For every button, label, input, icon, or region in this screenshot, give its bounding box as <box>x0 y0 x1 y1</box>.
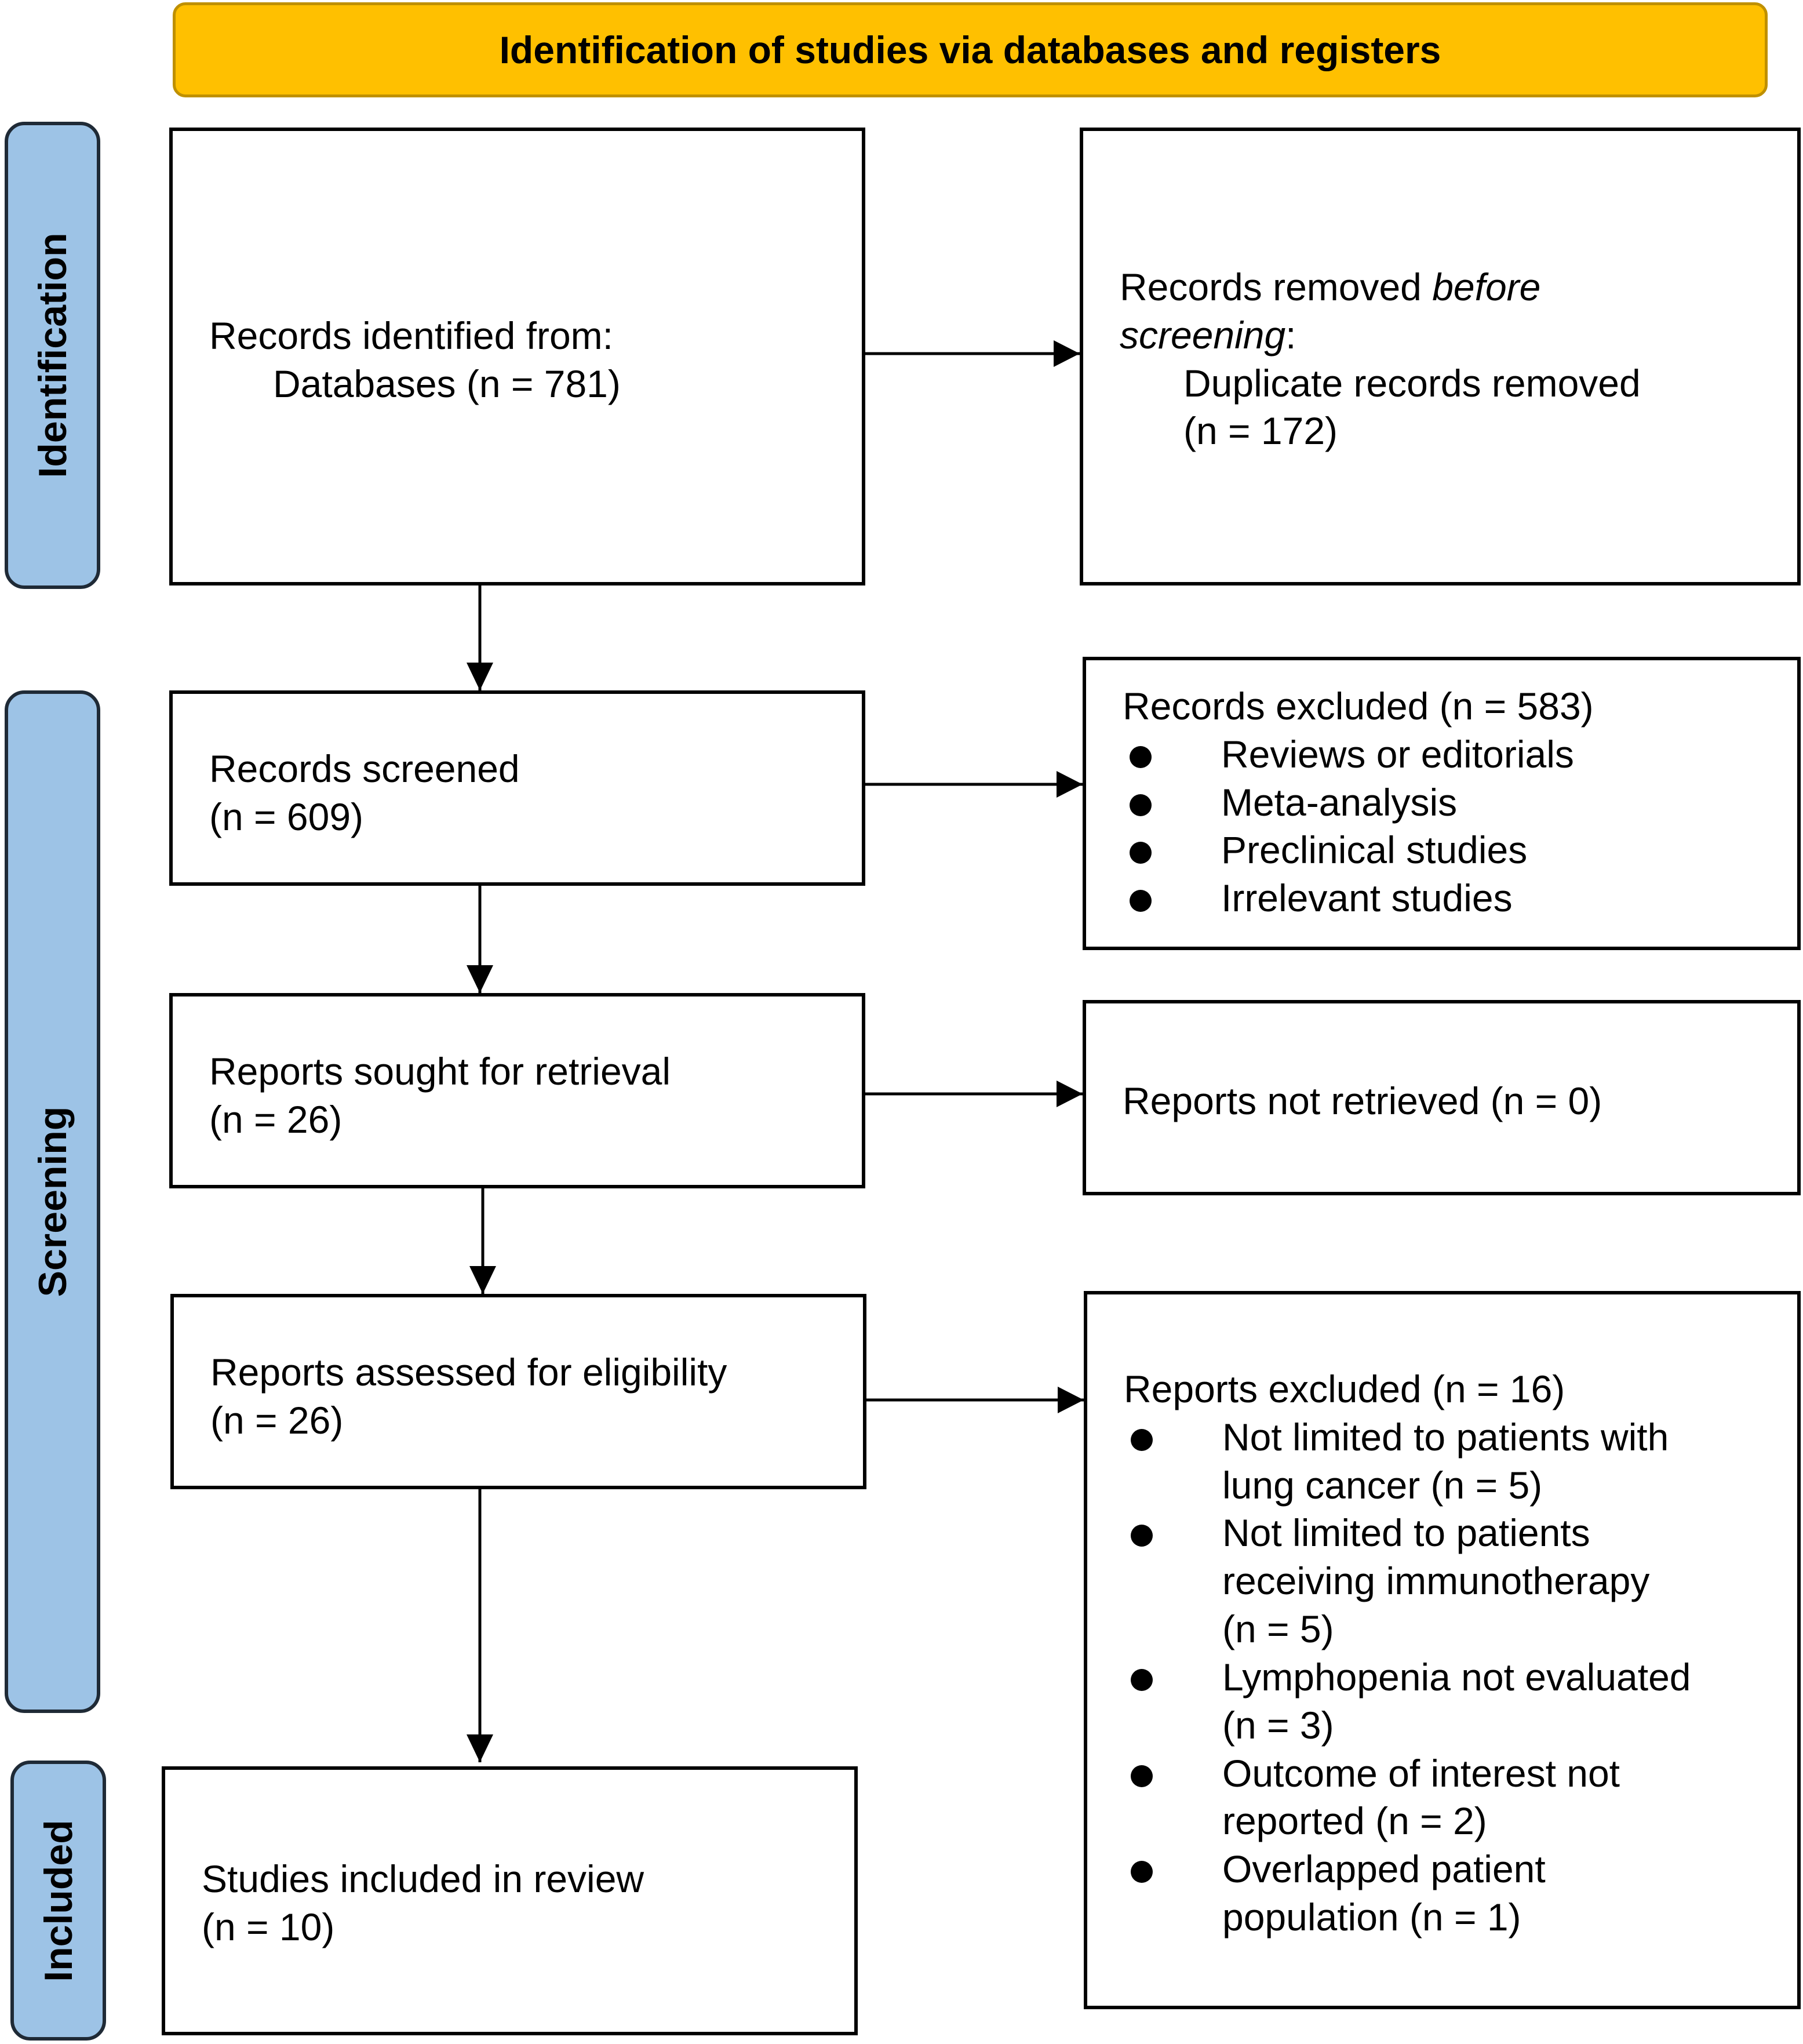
phase-screening-label: Screening <box>30 1106 75 1297</box>
list-item: Preclinical studies <box>1123 826 1797 874</box>
records-identified-title: Records identified from: <box>209 314 613 357</box>
studies-included-title: Studies included in review <box>202 1857 644 1900</box>
arrow-head <box>1057 1081 1083 1107</box>
reports-assessed-box: Reports assessed for eligibility (n = 26… <box>170 1294 866 1489</box>
phase-included-label: Included <box>36 1819 81 1982</box>
list-item: Lymphopenia not evaluated(n = 3) <box>1124 1653 1797 1750</box>
phase-identification: Identification <box>5 122 100 589</box>
reports-excluded-box: Reports excluded (n = 16) Not limited to… <box>1084 1291 1801 2009</box>
header-title: Identification of studies via databases … <box>499 28 1441 71</box>
records-identified-count: Databases (n = 781) <box>273 362 621 405</box>
records-screened-box: Records screened (n = 609) <box>169 690 865 886</box>
bullet-icon <box>1131 1861 1153 1883</box>
bullet-icon <box>1131 1525 1153 1547</box>
bullet-icon <box>1131 1765 1153 1787</box>
list-item: Reviews or editorials <box>1123 730 1797 779</box>
reports-sought-count: (n = 26) <box>209 1097 343 1141</box>
bullet-icon <box>1130 890 1152 912</box>
studies-included-box: Studies included in review (n = 10) <box>162 1766 858 2035</box>
records-excluded-list: Reviews or editorials Meta-analysis Prec… <box>1123 730 1797 922</box>
records-removed-box: Records removed before screening: Duplic… <box>1080 128 1801 585</box>
arrow-head <box>467 1734 493 1762</box>
records-removed-subtitle: screening: <box>1120 313 1296 357</box>
bullet-icon <box>1130 745 1152 768</box>
reports-excluded-title: Reports excluded (n = 16) <box>1124 1367 1565 1410</box>
reports-not-retrieved-title: Reports not retrieved (n = 0) <box>1123 1079 1602 1122</box>
duplicate-records-label: Duplicate records removed <box>1183 361 1641 405</box>
arrow-head <box>469 1266 496 1294</box>
phase-identification-label: Identification <box>30 232 75 478</box>
reports-not-retrieved-box: Reports not retrieved (n = 0) <box>1083 1000 1801 1195</box>
header-banner: Identification of studies via databases … <box>173 2 1768 97</box>
reports-sought-title: Reports sought for retrieval <box>209 1050 671 1093</box>
reports-sought-box: Reports sought for retrieval (n = 26) <box>169 993 865 1188</box>
arrow-head <box>1057 771 1083 798</box>
studies-included-count: (n = 10) <box>202 1905 335 1948</box>
bullet-icon <box>1130 794 1152 816</box>
arrow-head <box>467 965 493 993</box>
records-screened-title: Records screened <box>209 747 520 790</box>
bullet-icon <box>1131 1428 1153 1451</box>
arrow-head <box>1058 1387 1084 1413</box>
list-item: Meta-analysis <box>1123 779 1797 827</box>
phase-screening: Screening <box>5 690 100 1713</box>
reports-assessed-count: (n = 26) <box>210 1398 344 1442</box>
bullet-icon <box>1130 842 1152 864</box>
phase-included: Included <box>10 1761 106 2041</box>
reports-assessed-title: Reports assessed for eligibility <box>210 1351 727 1394</box>
records-excluded-box: Records excluded (n = 583) Reviews or ed… <box>1083 657 1801 950</box>
duplicate-records-count: (n = 172) <box>1183 409 1338 453</box>
arrow-head <box>1054 340 1080 367</box>
records-excluded-title: Records excluded (n = 583) <box>1123 685 1594 728</box>
records-identified-box: Records identified from: Databases (n = … <box>169 128 865 585</box>
records-removed-title: Records removed before <box>1120 265 1541 308</box>
arrow-head <box>467 663 493 690</box>
records-screened-count: (n = 609) <box>209 795 363 838</box>
bullet-icon <box>1131 1668 1153 1691</box>
list-item: Irrelevant studies <box>1123 874 1797 922</box>
